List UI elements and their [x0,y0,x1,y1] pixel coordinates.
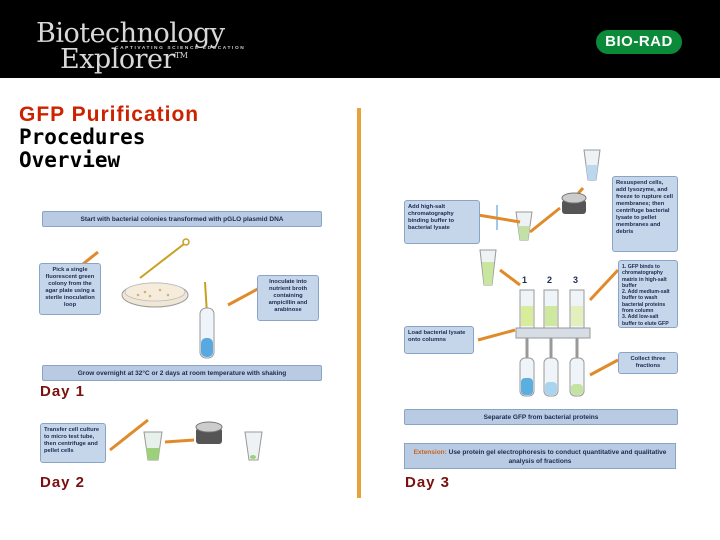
separate-banner: Separate GFP from bacterial proteins [404,409,678,425]
inoculation-loop [140,244,184,278]
extension-text: Use protein gel electrophoresis to condu… [449,449,667,465]
extension-banner: Extension: Use protein gel electrophores… [404,443,676,469]
grow-banner: Grow overnight at 32°C or 2 days at room… [42,365,322,381]
step-1-text: 1. GFP binds to chromatography matrix in… [622,264,674,289]
column-number-2: 2 [547,275,552,285]
chromatography-steps-note: 1. GFP binds to chromatography matrix in… [618,260,678,328]
column-number-3: 3 [573,275,578,285]
chromatography-columns [516,290,590,396]
arrow-transfer-2 [165,440,194,442]
day-2-label: Day 2 [40,474,85,491]
extension-lead: Extension: [414,449,447,456]
load-lysate-note: Load bacterial lysate onto columns [404,326,474,354]
inoculate-note: Inoculate into nutrient broth containing… [257,275,319,321]
arrow-transfer-1 [110,420,148,450]
pick-colony-note: Pick a single fluorescent green colony f… [39,263,101,315]
day-1-label: Day 1 [40,383,85,400]
resuspend-note: Resuspend cells, add lysozyme, and freez… [612,176,678,252]
add-salt-note: Add high-salt chromatography binding buf… [404,200,480,244]
column-number-1: 1 [522,275,527,285]
transfer-note: Transfer cell culture to micro test tube… [40,423,106,463]
collect-fractions-note: Collect three fractions [618,352,678,374]
start-banner: Start with bacterial colonies transforme… [42,211,322,227]
step-2-text: 2. Add medium-salt buffer to wash bacter… [622,289,674,314]
day-3-label: Day 3 [405,474,450,491]
step-3-text: 3. Add low-salt buffer to elute GFP [622,314,674,327]
